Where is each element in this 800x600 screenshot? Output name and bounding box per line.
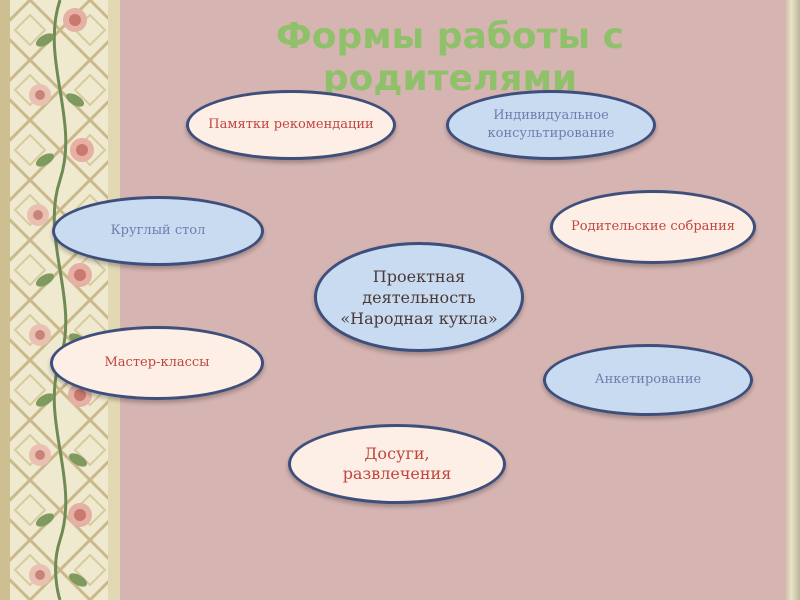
node-survey: Анкетирование <box>543 344 753 416</box>
node-master-classes-label: Мастер-классы <box>105 354 210 372</box>
node-leisure: Досуги, развлечения <box>288 424 506 504</box>
node-pamyatki: Памятки рекомендации <box>186 90 396 160</box>
slide-title: Формы работы с родителями <box>150 16 750 100</box>
node-leisure-label: Досуги, развлечения <box>309 444 485 484</box>
node-parent-meetings-label: Родительские собрания <box>571 218 735 236</box>
node-individual-consulting: Индивидуальное консультирование <box>446 90 656 160</box>
floral-border <box>0 0 120 600</box>
floral-border-pattern <box>0 0 120 600</box>
node-round-table-label: Круглый стол <box>111 222 206 240</box>
node-center-project: Проектная деятельность «Народная кукла» <box>314 242 524 352</box>
node-parent-meetings: Родительские собрания <box>550 190 756 264</box>
node-survey-label: Анкетирование <box>595 371 701 389</box>
node-center-project-label: Проектная деятельность «Народная кукла» <box>335 266 503 329</box>
right-border <box>786 0 800 600</box>
node-master-classes: Мастер-классы <box>50 326 264 400</box>
node-pamyatki-label: Памятки рекомендации <box>208 116 373 134</box>
node-individual-consulting-label: Индивидуальное консультирование <box>467 107 635 143</box>
node-round-table: Круглый стол <box>52 196 264 266</box>
